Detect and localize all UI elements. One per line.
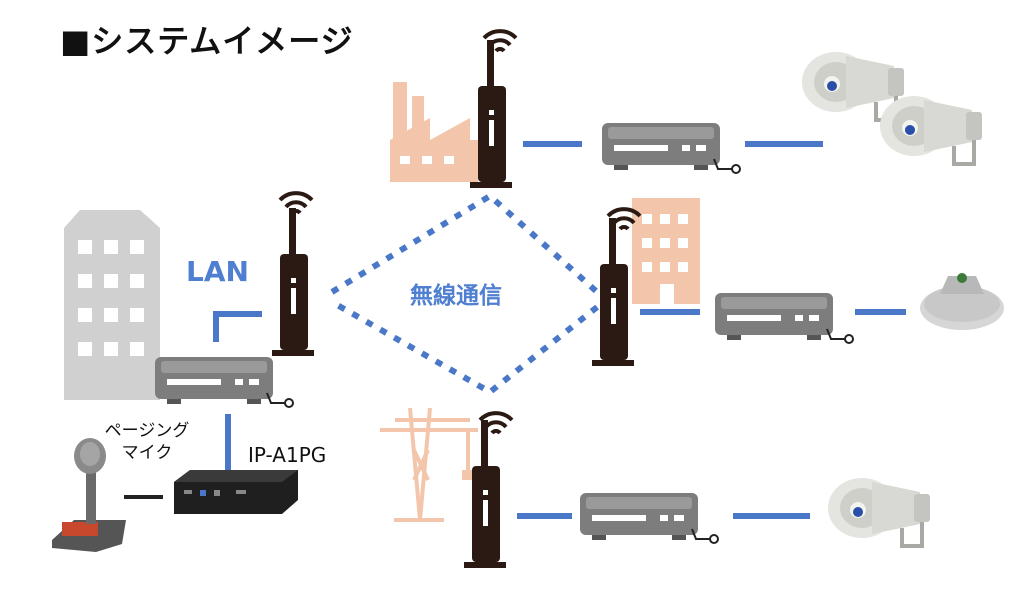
router-bottom <box>464 420 506 568</box>
factory-icon <box>390 82 478 182</box>
lan-label: LAN <box>186 255 249 288</box>
receiver-top <box>601 122 741 174</box>
horn-speaker-icon <box>878 94 984 166</box>
paging-mic-label-line2: マイク <box>121 443 173 463</box>
receiver-middle <box>714 292 854 344</box>
horn-speaker-icon <box>826 476 932 548</box>
router-left <box>272 208 314 356</box>
receiver-left <box>154 356 294 408</box>
ceiling-speaker-icon <box>920 273 1004 330</box>
wireless-label: 無線通信 <box>410 283 502 309</box>
crane-icon <box>380 407 478 522</box>
router-right <box>592 218 634 366</box>
paging-mic-label-line1: ページング <box>104 421 190 441</box>
apartment-building-icon <box>632 198 700 304</box>
office-building-icon <box>64 210 160 400</box>
diagram-title: ■システムイメージ <box>60 22 354 60</box>
paging-microphone-icon <box>52 438 126 552</box>
receiver-bottom <box>579 492 719 544</box>
paging-mic-label: ページング マイク <box>88 420 206 464</box>
model-label: IP-A1PG <box>248 443 327 467</box>
ip-a1pg-unit-icon <box>174 470 298 514</box>
wired-links <box>213 141 906 519</box>
